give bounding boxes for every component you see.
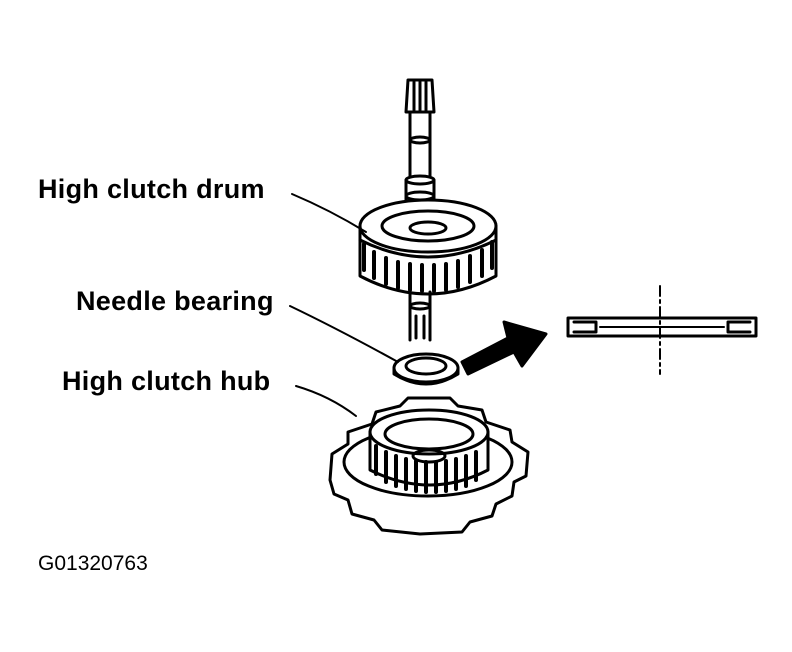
detail-arrow <box>460 320 548 376</box>
leader-line-bearing <box>289 305 399 363</box>
label-needle-bearing: Needle bearing <box>76 286 274 316</box>
leader-line-hub <box>295 385 357 417</box>
high-clutch-drum <box>358 78 498 342</box>
leader-line-drum <box>291 193 367 233</box>
label-high-clutch-hub: High clutch hub <box>62 366 271 396</box>
figure-code: G01320763 <box>38 552 148 575</box>
needle-bearing <box>392 352 460 386</box>
label-high-clutch-drum: High clutch drum <box>38 174 265 204</box>
bearing-cross-section <box>566 285 758 375</box>
high-clutch-hub <box>328 396 530 536</box>
